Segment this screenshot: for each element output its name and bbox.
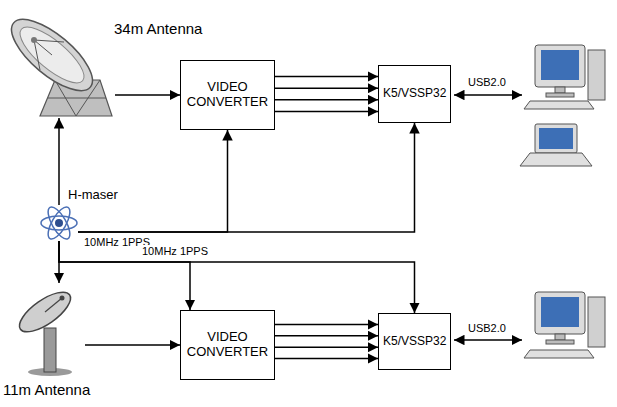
- usb-link: [454, 339, 522, 341]
- pc-keyboard: [524, 350, 594, 358]
- node-heading: H-maser: [68, 188, 118, 203]
- antenna-dish: [1, 8, 103, 103]
- box-label: K5/VSSP32: [383, 87, 446, 101]
- signal-connector: [78, 123, 415, 232]
- pc-tower: [588, 50, 605, 100]
- signal-connector: [275, 358, 378, 360]
- antenna-pedestal: [44, 328, 56, 372]
- pc-bottom: [524, 292, 605, 358]
- pc-stand: [546, 93, 574, 97]
- node-heading: 11m Antenna: [3, 381, 90, 398]
- antenna-node: 34m Antenna: [2, 18, 115, 118]
- converter-box: VIDEO CONVERTER: [180, 60, 275, 130]
- feed-arm: [45, 298, 62, 312]
- pc-tower: [588, 297, 605, 347]
- signal-connector: [275, 335, 378, 337]
- node-heading: 34m Antenna: [114, 20, 202, 37]
- antenna-11m-picture: [14, 285, 77, 376]
- pc-monitor: [535, 292, 585, 334]
- atom-nucleus: [55, 219, 63, 227]
- atom-orbit: [44, 204, 74, 242]
- pc-stand: [555, 87, 565, 93]
- signal-label: 10MHz 1PPS: [140, 245, 210, 258]
- pc-monitor: [535, 45, 585, 87]
- signal-connector: [275, 76, 378, 78]
- box-label: VIDEO CONVERTER: [185, 330, 270, 360]
- usb-link: [454, 94, 522, 96]
- laptop-lid: [535, 124, 577, 153]
- laptop: [520, 124, 592, 166]
- antenna-34m-picture: [1, 8, 112, 116]
- atom-orbit: [44, 204, 74, 242]
- pc-keyboard: [524, 101, 594, 109]
- sub-reflector: [31, 37, 37, 43]
- antenna-dish-inner: [12, 19, 91, 92]
- signal-connector: [59, 241, 415, 313]
- laptop-base: [520, 153, 592, 166]
- feed-legs: [34, 40, 64, 70]
- pc-stand: [555, 334, 565, 340]
- signal-connector: [275, 99, 378, 101]
- sampler-box: K5/VSSP32: [378, 313, 451, 370]
- antenna-node: 11m Antenna: [15, 283, 85, 378]
- pc-stand: [546, 340, 574, 344]
- laptop-screen: [539, 128, 573, 149]
- pc-top: [524, 45, 605, 109]
- box-label: VIDEO CONVERTER: [185, 80, 270, 110]
- signal-connector: [115, 94, 180, 96]
- pc-screen: [541, 297, 579, 327]
- signal-connector: [85, 344, 180, 346]
- box-label: K5/VSSP32: [383, 335, 446, 349]
- signal-connector: [275, 324, 378, 326]
- maser-node: H-maser: [40, 205, 78, 241]
- interface-label: USB2.0: [466, 322, 508, 335]
- pc-screen: [541, 50, 579, 80]
- antenna-dish: [14, 285, 77, 339]
- h-maser-symbol: [41, 204, 77, 242]
- signal-connector: [275, 111, 378, 113]
- converter-box: VIDEO CONVERTER: [180, 310, 275, 380]
- feed-horn: [60, 296, 65, 301]
- signal-connector: [275, 346, 378, 348]
- signal-connector: [78, 130, 228, 232]
- signal-connector: [58, 118, 60, 205]
- atom-orbit: [41, 216, 77, 230]
- interface-label: USB2.0: [466, 76, 508, 89]
- sampler-box: K5/VSSP32: [378, 65, 451, 123]
- signal-connector: [275, 87, 378, 89]
